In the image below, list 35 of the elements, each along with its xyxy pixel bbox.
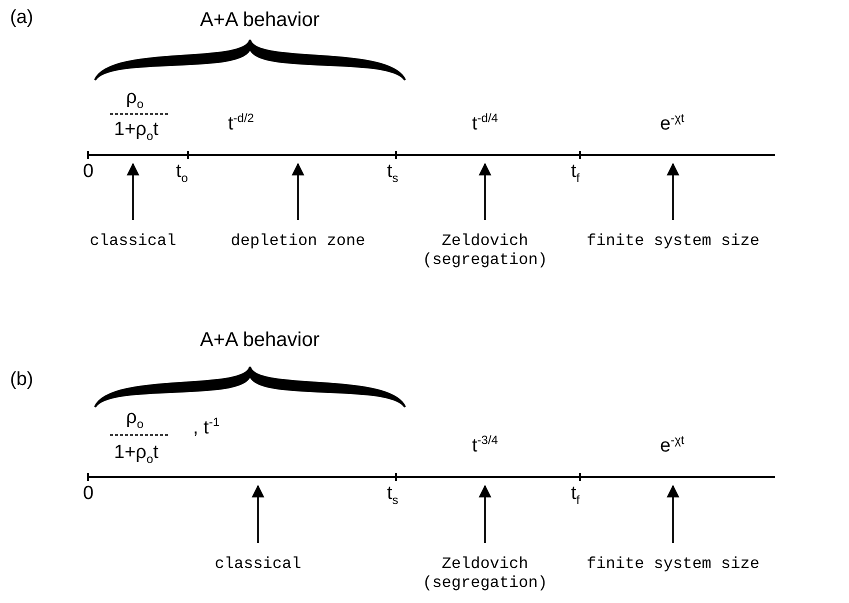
- regime-label: finite system size: [586, 555, 760, 574]
- tick-label: 0: [83, 484, 94, 503]
- arrow: [252, 484, 264, 543]
- formula-text: 1+ρ$_{o}$t: [114, 120, 158, 142]
- arrow: [292, 162, 304, 220]
- tick-label: 0: [83, 162, 94, 181]
- arrow: [478, 484, 492, 543]
- regime-label: finite system size: [586, 232, 760, 252]
- formula-text: ρ$_{o}$: [126, 88, 144, 110]
- arrow: [126, 162, 140, 220]
- regime-label: classical: [90, 232, 176, 252]
- regime-label: classical: [214, 555, 302, 574]
- regime-label: Zeldovich (segregation): [422, 555, 548, 594]
- power-law-label: t$^{-3/4}$: [472, 434, 498, 456]
- tick-label: t$_{f}$: [571, 484, 580, 506]
- tick-label: t$_{s}$: [387, 162, 398, 184]
- arrow: [478, 162, 492, 220]
- power-law-label: t$^{-d/2}$: [228, 112, 254, 134]
- tick-label: t$_{o}$: [176, 162, 188, 184]
- regime-label: Zeldovich (segregation): [422, 232, 548, 270]
- tick-label: t$_{f}$: [571, 162, 580, 184]
- exponential-label: e$^{-χt}$: [660, 434, 684, 456]
- tick-label: t$_{s}$: [387, 484, 398, 506]
- panel-label: (a): [10, 8, 34, 27]
- arrow: [666, 484, 680, 543]
- formula-text: ρ$_{o}$: [126, 408, 144, 430]
- arrow: [666, 162, 680, 220]
- formula-text: 1+ρ$_{o}$t: [114, 443, 158, 465]
- regime-label: depletion zone: [230, 232, 366, 252]
- power-law-label: t$^{-d/4}$: [472, 112, 498, 134]
- panel-label: (b): [10, 370, 34, 389]
- brace-label: A+A behavior: [200, 330, 320, 350]
- power-law-label: , t$^{-1}$: [193, 416, 220, 438]
- exponential-label: e$^{-χt}$: [660, 112, 684, 134]
- brace-label: A+A behavior: [200, 10, 320, 30]
